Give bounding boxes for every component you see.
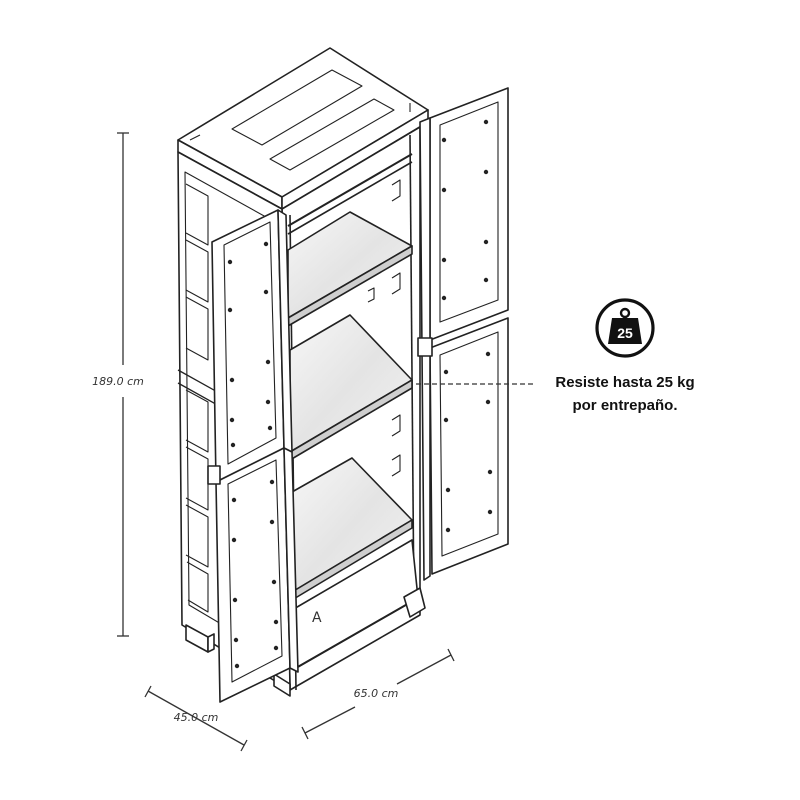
right-door-holes — [441, 119, 493, 533]
shelf-pegs — [367, 179, 401, 477]
leg-front-right — [273, 673, 291, 697]
left-door-holes — [227, 241, 279, 669]
load-note-line2: por entrepaño. — [572, 397, 678, 414]
side-panel-ribs — [185, 183, 209, 613]
width-label: 65.0 cm — [354, 687, 399, 700]
weight-icon: 25 — [595, 298, 655, 358]
depth-dimension — [144, 685, 248, 752]
load-note-line1: Resiste hasta 25 kg — [555, 374, 695, 391]
cabinet: A — [177, 47, 509, 703]
right-door-upper — [429, 87, 509, 341]
leg-back-right — [403, 587, 426, 618]
right-door-lower — [429, 317, 509, 575]
weight-icon-value: 25 — [617, 325, 633, 341]
load-note: Resiste hasta 25 kg por entrepaño. — [520, 371, 730, 417]
width-dimension — [301, 648, 455, 740]
height-dimension — [117, 132, 129, 637]
svg-text:A: A — [312, 610, 322, 626]
left-door-lower — [215, 447, 291, 703]
height-label: 189.0 cm — [92, 375, 144, 388]
depth-label: 45.0 cm — [174, 711, 219, 724]
